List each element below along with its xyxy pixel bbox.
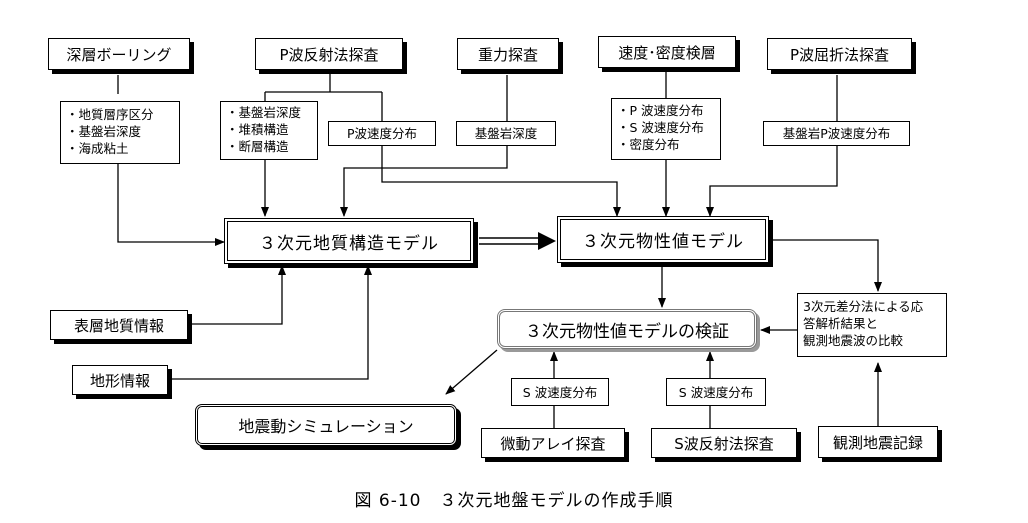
seismic-records-label: 観測地震記録 <box>832 433 923 452</box>
array-svel-note: S 波速度分布 <box>511 378 609 406</box>
surface-geology-label: 表層地質情報 <box>73 316 164 335</box>
p-reflection-label: P波反射法探査 <box>279 45 379 64</box>
comparison-line: 観測地震波の比較 <box>803 333 904 348</box>
verification-label: ３次元物性値モデルの検証 <box>525 321 729 342</box>
array-svel-label: S 波速度分布 <box>522 384 598 400</box>
reflection-item: ・断層構造 <box>226 139 289 154</box>
property-model-label: ３次元物性値モデル <box>582 232 744 252</box>
p-refraction-label: P波屈折法探査 <box>789 45 890 64</box>
sreflection-svel-note: S 波速度分布 <box>666 378 766 406</box>
logging-items-note: ・P 波速度分布 ・S 波速度分布 ・密度分布 <box>611 98 721 160</box>
seismic-records-box: 観測地震記録 <box>818 426 938 458</box>
simulation-box: 地震動シミュレーション <box>195 404 457 446</box>
s-reflection-label: S波反射法探査 <box>674 434 774 453</box>
reflection-pvel-note: P波速度分布 <box>328 121 436 146</box>
topography-label: 地形情報 <box>89 371 150 390</box>
s-reflection-box: S波反射法探査 <box>651 428 797 458</box>
reflection-pvel-label: P波速度分布 <box>346 126 418 141</box>
logging-item: ・S 波速度分布 <box>617 120 704 135</box>
logging-item: ・密度分布 <box>617 137 680 152</box>
deep-boring-label: 深層ボーリング <box>66 45 172 64</box>
p-reflection-box: P波反射法探査 <box>255 38 403 70</box>
boring-items-note: ・地質層序区分 ・基盤岩深度 ・海成粘土 <box>60 101 180 164</box>
surface-geology-box: 表層地質情報 <box>50 310 188 340</box>
boring-item: ・基盤岩深度 <box>66 124 142 139</box>
topography-box: 地形情報 <box>72 365 168 395</box>
comparison-line: 3次元差分法による応 <box>803 299 924 314</box>
logging-item: ・P 波速度分布 <box>617 103 704 118</box>
reflection-item: ・基盤岩深度 <box>226 105 302 120</box>
gravity-box: 重力探査 <box>457 38 559 70</box>
figure-caption: 図 6-10 ３次元地盤モデルの作成手順 <box>354 491 674 511</box>
property-model-box: ３次元物性値モデル <box>557 216 769 263</box>
microtremor-array-box: 微動アレイ探査 <box>481 428 625 458</box>
comparison-note: 3次元差分法による応 答解析結果と 観測地震波の比較 <box>797 293 947 357</box>
geology-model-box: ３次元地質構造モデル <box>224 218 474 264</box>
gravity-note-label: 基盤岩深度 <box>474 126 538 141</box>
refraction-note-label: 基盤岩P波速度分布 <box>782 126 891 141</box>
velocity-density-logging-box: 速度･密度検層 <box>598 36 736 68</box>
verification-box: ３次元物性値モデルの検証 <box>497 309 757 349</box>
boring-item: ・海成粘土 <box>66 141 129 156</box>
comparison-line: 答解析結果と <box>803 316 879 331</box>
gravity-label: 重力探査 <box>477 45 538 64</box>
gravity-note: 基盤岩深度 <box>456 121 556 146</box>
p-refraction-box: P波屈折法探査 <box>767 38 912 70</box>
refraction-note: 基盤岩P波速度分布 <box>763 121 910 146</box>
microtremor-array-label: 微動アレイ探査 <box>500 434 606 453</box>
reflection-item: ・堆積構造 <box>226 122 289 137</box>
geology-model-label: ３次元地質構造モデル <box>259 233 439 254</box>
simulation-label: 地震動シミュレーション <box>238 417 414 436</box>
sreflection-svel-label: S 波速度分布 <box>678 384 754 400</box>
logging-label: 速度･密度検層 <box>618 43 716 62</box>
reflection-items-note: ・基盤岩深度 ・堆積構造 ・断層構造 <box>220 101 318 160</box>
boring-item: ・地質層序区分 <box>66 107 154 122</box>
deep-boring-box: 深層ボーリング <box>48 38 190 70</box>
